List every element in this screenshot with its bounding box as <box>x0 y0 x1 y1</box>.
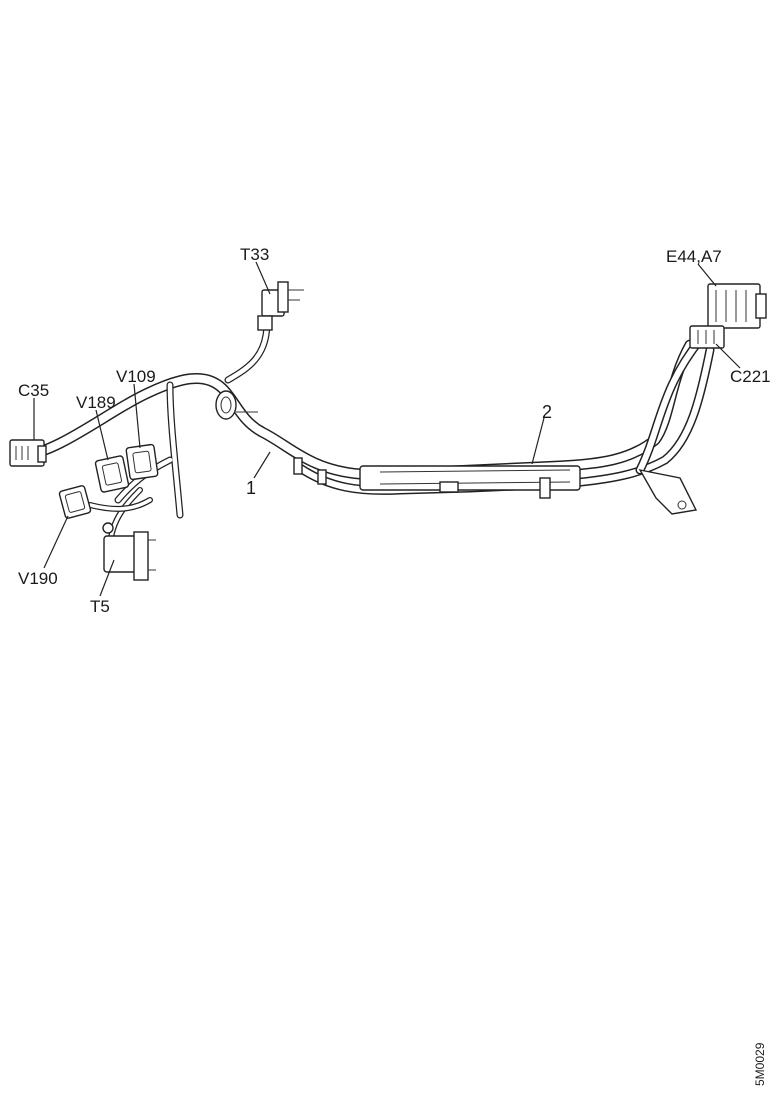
label-t5: T5 <box>90 597 110 616</box>
label-t33: T33 <box>240 245 269 264</box>
main-harness <box>16 314 715 548</box>
label-c221: C221 <box>730 367 771 386</box>
connector-c221 <box>689 325 725 349</box>
connector-t5 <box>102 522 156 581</box>
module-e44-a7 <box>707 283 767 329</box>
rear-bracket <box>638 469 698 515</box>
connector-t33 <box>257 281 304 331</box>
grommet <box>215 390 258 420</box>
label-e44-a7: E44,A7 <box>666 247 722 266</box>
valve-v109 <box>125 443 159 481</box>
figure-id: 5M0029 <box>753 1042 767 1086</box>
label-v189: V189 <box>76 393 116 412</box>
harness-sleeve <box>293 457 581 499</box>
leader-lines <box>33 261 741 597</box>
label-item-2: 2 <box>542 402 552 422</box>
valve-v190 <box>58 485 92 519</box>
connector-c35 <box>9 439 47 467</box>
valve-v189 <box>94 455 130 493</box>
label-c35: C35 <box>18 381 49 400</box>
label-v109: V109 <box>116 367 156 386</box>
callout-labels: T33 E44,A7 C35 V109 V189 C221 1 2 V190 T… <box>18 245 771 616</box>
label-item-1: 1 <box>246 478 256 498</box>
label-v190: V190 <box>18 569 58 588</box>
